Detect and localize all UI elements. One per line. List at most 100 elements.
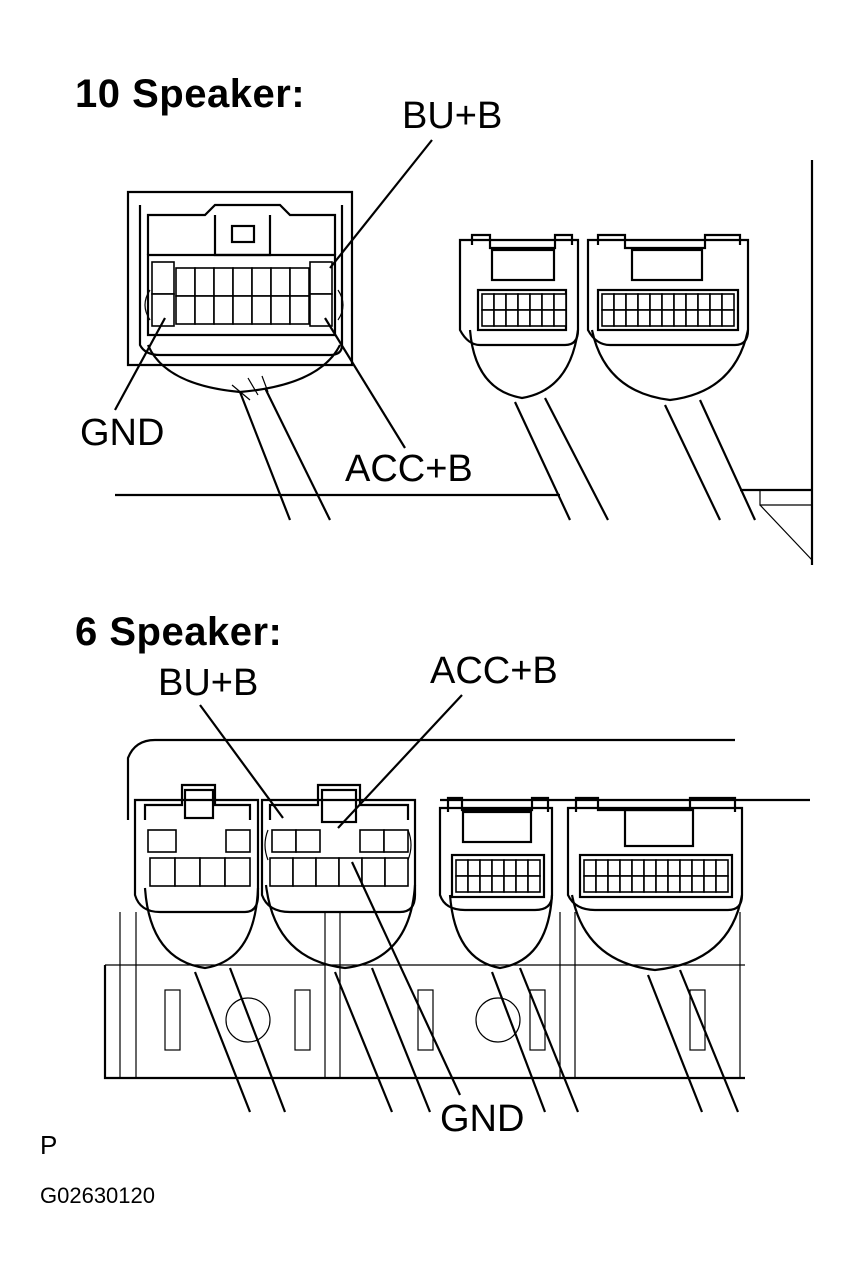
section-title-10-speaker: 10 Speaker: (75, 72, 306, 116)
terminal-cavity (637, 293, 651, 311)
terminal-cavity (174, 857, 201, 887)
label-acc-b-10: ACC+B (345, 448, 473, 490)
connector-6-b (260, 783, 432, 1113)
terminal-cavity (527, 875, 541, 893)
terminal-cavity (541, 293, 555, 311)
terminal-cavity (232, 295, 253, 325)
label-gnd-6: GND (440, 1098, 525, 1140)
terminal-cavity (479, 859, 493, 877)
section-title-6-speaker: 6 Speaker: (75, 610, 283, 654)
terminal-cavity (505, 293, 519, 311)
terminal-cavity (289, 295, 310, 325)
terminal-cavity (232, 267, 253, 297)
terminal-cavity (503, 875, 517, 893)
terminal-cavity (685, 293, 699, 311)
terminal-cavity (691, 859, 705, 877)
terminal-cavity (607, 859, 621, 877)
label-acc-b-6: ACC+B (430, 650, 558, 692)
terminal-cavity (194, 295, 215, 325)
terminal-cavity (673, 309, 687, 327)
terminal-cavity (553, 293, 567, 311)
terminal-cavity (637, 309, 651, 327)
terminal-cavity (619, 875, 633, 893)
terminal-cavity (517, 293, 531, 311)
terminal-cavity (213, 295, 234, 325)
terminal-cavity (709, 309, 723, 327)
leader-acc-b-6 (337, 694, 463, 829)
terminal-cavity (493, 293, 507, 311)
leader-gnd-6 (351, 861, 461, 1096)
connector-6-d (566, 796, 744, 1113)
label-bu-b-6: BU+B (158, 662, 259, 704)
label-gnd-10: GND (80, 412, 165, 454)
terminal-cavity (679, 859, 693, 877)
terminal-cavity (697, 309, 711, 327)
terminal-cavity (455, 875, 469, 893)
terminal-cavity (529, 293, 543, 311)
label-bu-b-10: BU+B (402, 95, 503, 137)
terminal-cavity (721, 309, 735, 327)
terminal-cavity (583, 859, 597, 877)
terminal-cavity (631, 859, 645, 877)
terminal-cavity (149, 857, 176, 887)
leader-bu-b-10 (329, 139, 433, 269)
terminal-cavity (491, 875, 505, 893)
terminal-cavity (721, 293, 735, 311)
terminal-cavity (481, 293, 495, 311)
connector-6-a (133, 783, 287, 1113)
terminal-cavity (631, 875, 645, 893)
connector-10-right-a (458, 233, 609, 521)
terminal-cavity (625, 309, 639, 327)
terminal-cavity (709, 293, 723, 311)
terminal-cavity (655, 859, 669, 877)
terminal-cavity (583, 875, 597, 893)
terminal-cavity (595, 875, 609, 893)
terminal-cavity (613, 309, 627, 327)
leader-gnd-10 (114, 317, 166, 411)
terminal-cavity (697, 293, 711, 311)
terminal-cavity (661, 309, 675, 327)
radio-unit-6-speaker (103, 694, 810, 1113)
terminal-cavity (643, 875, 657, 893)
terminal-cavity (527, 859, 541, 877)
terminal-cavity (467, 875, 481, 893)
terminal-cavity (649, 293, 663, 311)
terminal-cavity (309, 261, 333, 295)
terminal-cavity (292, 857, 317, 887)
terminal-cavity (607, 875, 621, 893)
terminal-cavity (529, 309, 543, 327)
leader-acc-b-10 (324, 317, 406, 449)
terminal-cavity (269, 857, 294, 887)
terminal-cavity (194, 267, 215, 297)
terminal-cavity (619, 859, 633, 877)
connector-10-main (126, 190, 354, 521)
page-marker: P (40, 1130, 58, 1160)
terminal-cavity (315, 857, 340, 887)
terminal-cavity (251, 267, 272, 297)
terminal-cavity (213, 267, 234, 297)
terminal-cavity (691, 875, 705, 893)
terminal-cavity (601, 309, 615, 327)
terminal-cavity (715, 875, 729, 893)
terminal-cavity (613, 293, 627, 311)
terminal-cavity (649, 309, 663, 327)
radio-unit-10-speaker (114, 139, 814, 565)
terminal-cavity (270, 267, 291, 297)
terminal-cavity (685, 309, 699, 327)
terminal-cavity (503, 859, 517, 877)
terminal-cavity (270, 295, 291, 325)
terminal-cavity (595, 859, 609, 877)
terminal-cavity (493, 309, 507, 327)
terminal-cavity (517, 309, 531, 327)
terminal-cavity (175, 267, 196, 297)
terminal-cavity (384, 857, 409, 887)
terminal-cavity (515, 859, 529, 877)
terminal-cavity (673, 293, 687, 311)
terminal-cavity (467, 859, 481, 877)
terminal-cavity (661, 293, 675, 311)
terminal-cavity (715, 859, 729, 877)
terminal-cavity (455, 859, 469, 877)
terminal-cavity (625, 293, 639, 311)
terminal-cavity (175, 295, 196, 325)
